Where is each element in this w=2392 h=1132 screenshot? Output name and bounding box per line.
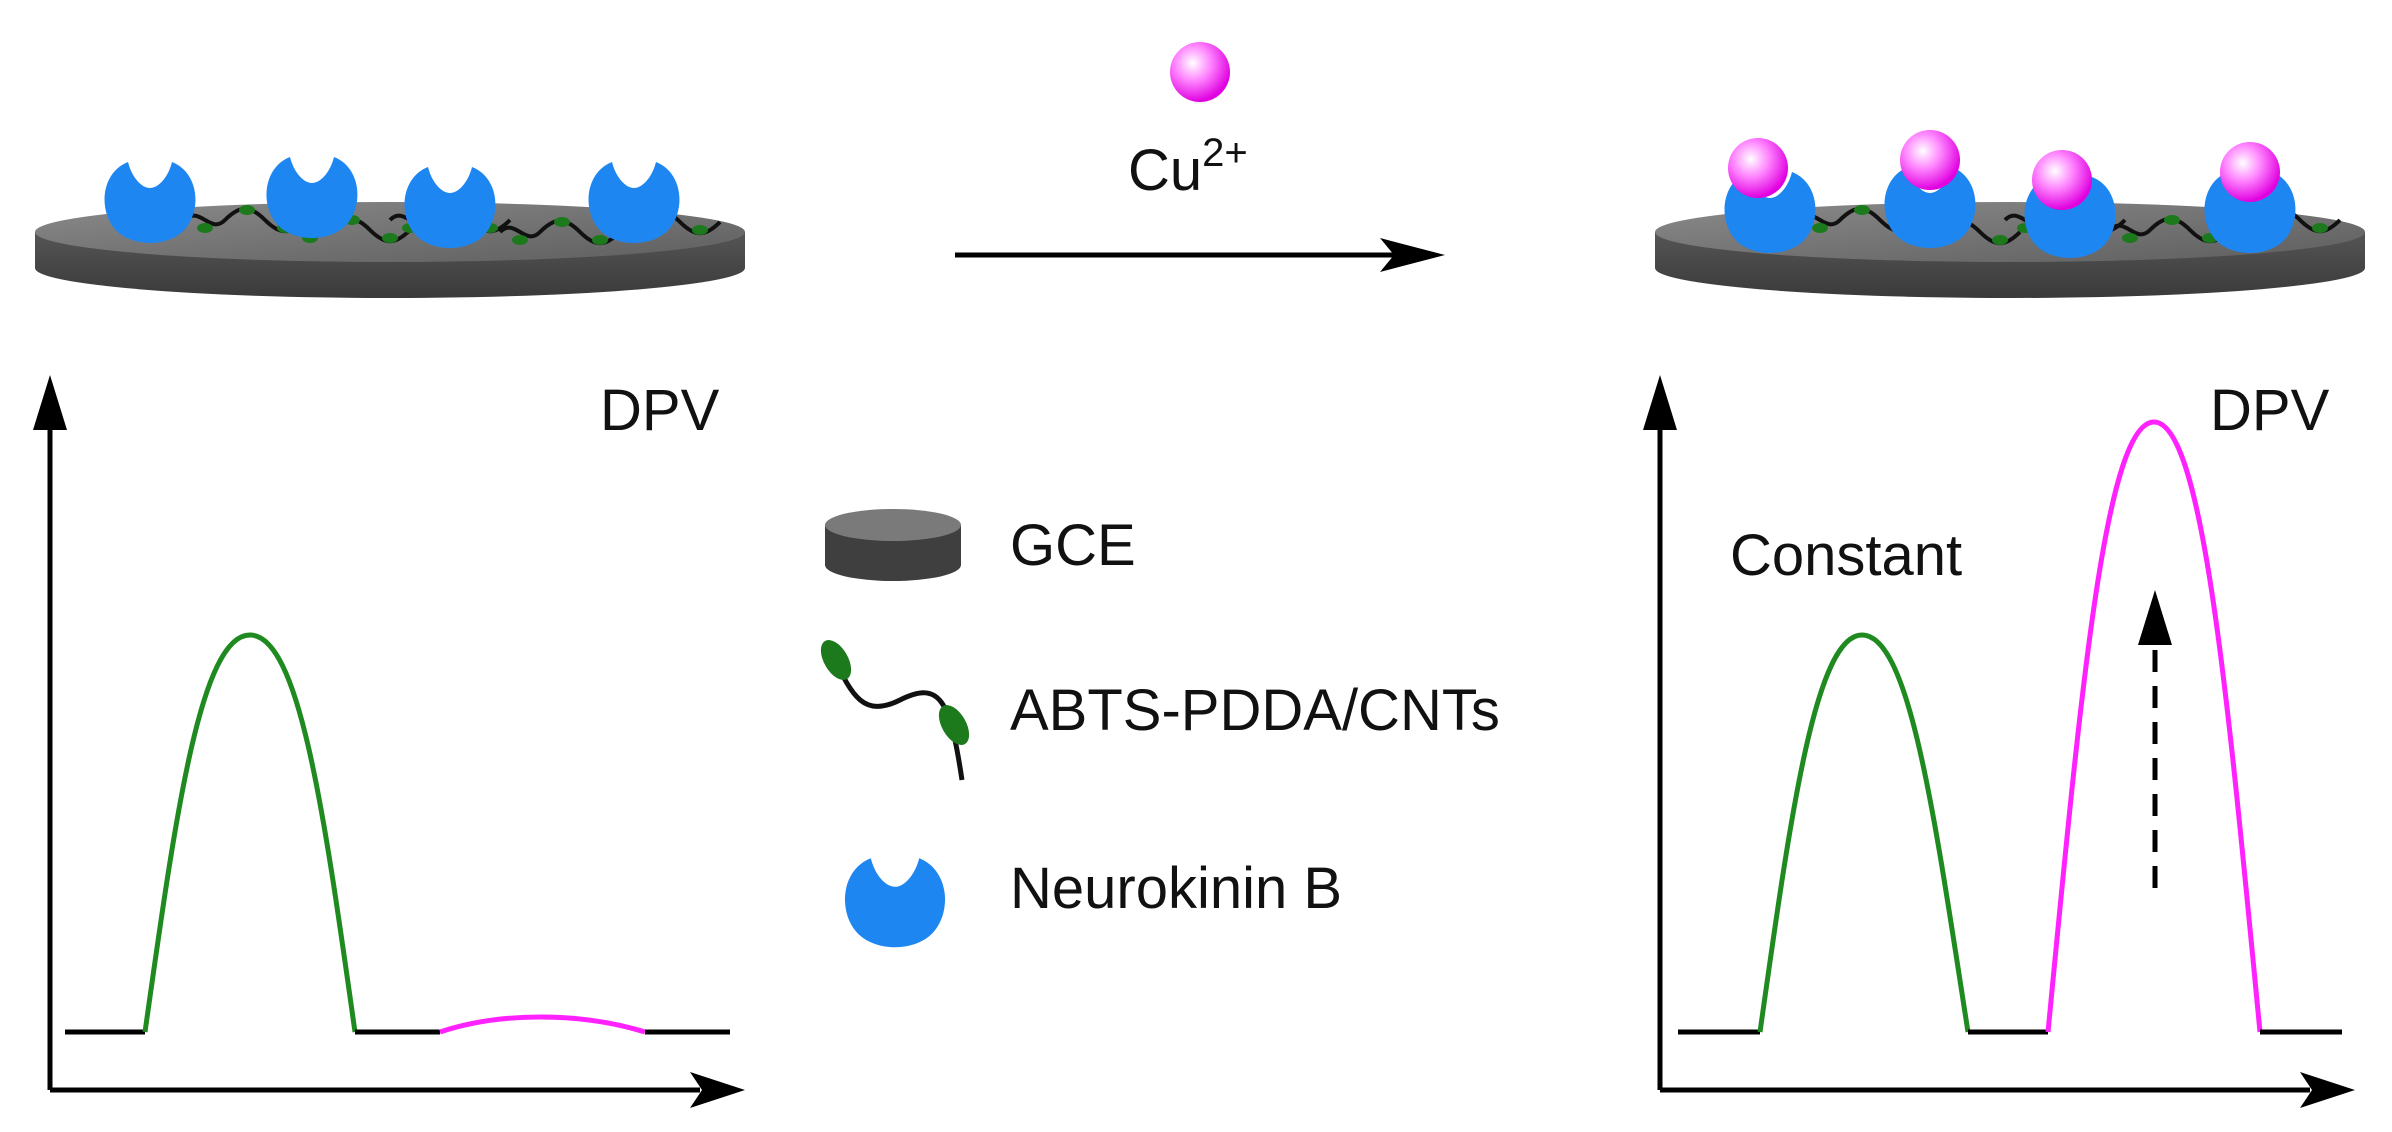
reagent-label: Cu2+ — [1128, 131, 1248, 203]
cu-ion-icon — [1900, 130, 1960, 190]
constant-annotation: Constant — [1730, 523, 1962, 588]
legend-label-abts: ABTS-PDDA/CNTs — [1010, 678, 1500, 743]
left-electrode — [35, 157, 745, 298]
left-electrode-top — [35, 202, 745, 262]
reaction-arrow-group: Cu2+ — [955, 42, 1445, 272]
legend: GCE ABTS-PDDA/CNTs Neurokinin B — [820, 509, 1500, 948]
cu-ion-icon — [2032, 150, 2092, 210]
right-x-axis-arrowhead — [2300, 1072, 2355, 1108]
left-x-axis-arrowhead — [690, 1072, 745, 1108]
legend-label-nkb: Neurokinin B — [1010, 856, 1342, 921]
cu-ion-icon — [1728, 138, 1788, 198]
legend-item-gce: GCE — [825, 509, 1136, 581]
right-dpv-label: DPV — [2210, 378, 2330, 443]
reaction-arrow-head — [1380, 238, 1445, 272]
gce-disk-icon — [825, 509, 961, 581]
neurokinin-b-icon — [104, 162, 196, 243]
right-y-axis-arrowhead — [1643, 375, 1677, 430]
right-dpv-plot: DPV Constant — [1643, 375, 2355, 1108]
neurokinin-b-icon — [844, 858, 946, 948]
increase-arrow-head — [2138, 590, 2172, 645]
neurokinin-b-icon — [588, 162, 680, 243]
left-dpv-label: DPV — [600, 378, 720, 443]
right-electrode-top — [1655, 202, 2365, 262]
legend-label-gce: GCE — [1010, 513, 1136, 578]
cu-ion-icon — [2220, 142, 2280, 202]
left-y-axis-arrowhead — [33, 375, 67, 430]
neurokinin-b-icon — [404, 167, 496, 248]
legend-item-abts: ABTS-PDDA/CNTs — [820, 640, 1500, 781]
right-cu-peak — [2045, 419, 2263, 1033]
left-dpv-plot: DPV — [33, 375, 745, 1108]
right-abts-peak — [1757, 632, 1971, 1033]
legend-item-nkb: Neurokinin B — [844, 856, 1342, 948]
left-cu-peak — [439, 1014, 646, 1035]
cu-ion-icon — [1170, 42, 1230, 102]
abts-pdda-cnt-icon — [820, 640, 970, 781]
neurokinin-b-icon — [266, 157, 358, 238]
left-abts-peak — [142, 632, 358, 1033]
right-electrode — [1655, 130, 2365, 298]
